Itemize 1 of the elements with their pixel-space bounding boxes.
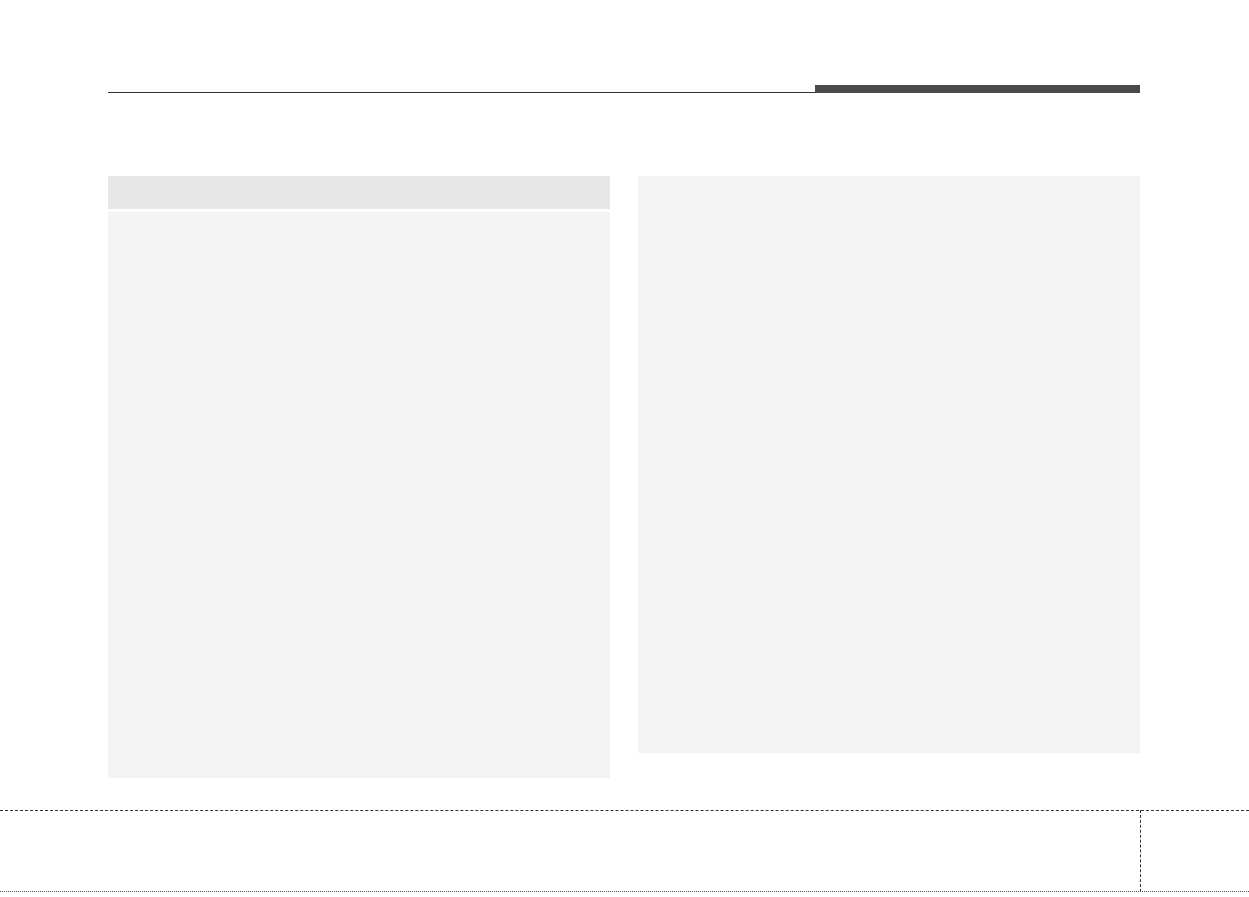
header-bar [108,176,610,209]
